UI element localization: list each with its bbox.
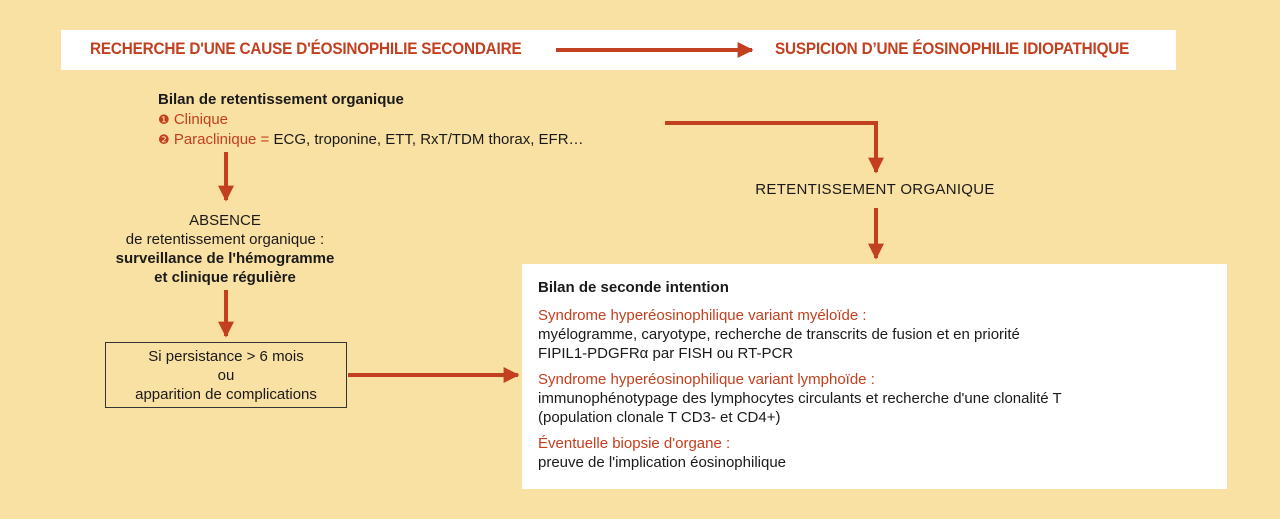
item2-number: ❷ — [158, 132, 170, 147]
item1-label: Clinique — [173, 111, 229, 128]
persistance-line3: apparition de complications — [135, 386, 317, 403]
myeloid-title: Syndrome hyperéosinophilique variant myé… — [538, 307, 867, 324]
lymphoid-title: Syndrome hyperéosinophilique variant lym… — [538, 371, 875, 388]
header-left-label: RECHERCHE D'UNE CAUSE D'ÉOSINOPHILIE SEC… — [90, 39, 522, 58]
absence-block: ABSENCE de retentissement organique : su… — [90, 211, 360, 287]
biopsy-line1: preuve de l'implication éosinophilique — [538, 454, 787, 471]
lymphoid-section: Syndrome hyperéosinophilique variant lym… — [538, 370, 1227, 427]
persistance-line2: ou — [217, 367, 235, 384]
second-intention-title: Bilan de seconde intention — [538, 279, 729, 296]
second-intention-box: Bilan de seconde intention Syndrome hype… — [522, 264, 1227, 489]
item-paraclinique: ❷ Paraclinique = ECG, troponine, ETT, Rx… — [158, 130, 584, 150]
absence-line2: de retentissement organique : — [125, 231, 325, 248]
biopsy-title: Éventuelle biopsie d'organe : — [538, 435, 731, 452]
item2-label: Paraclinique = — [173, 131, 270, 148]
lymphoid-line1: immunophénotypage des lymphocytes circul… — [538, 390, 1062, 407]
header-right-label: SUSPICION D’UNE ÉOSINOPHILIE IDIOPATHIQU… — [775, 39, 1130, 58]
bilan-retentissement-title: Bilan de retentissement organique — [158, 91, 404, 108]
absence-line3: surveillance de l'hémogramme — [115, 250, 335, 267]
absence-line4: et clinique régulière — [154, 269, 296, 286]
biopsy-section: Éventuelle biopsie d'organe : preuve de … — [538, 434, 1227, 472]
persistance-box: Si persistance > 6 mois ou apparition de… — [105, 342, 347, 408]
myeloid-section: Syndrome hyperéosinophilique variant myé… — [538, 306, 1227, 363]
myeloid-line2: FIPIL1-PDGFRα par FISH ou RT-PCR — [538, 345, 794, 362]
myeloid-line1: myélogramme, caryotype, recherche de tra… — [538, 326, 1020, 343]
persistance-line1: Si persistance > 6 mois — [148, 348, 304, 365]
arrow-to-retentissement — [665, 121, 884, 174]
item1-number: ❶ — [158, 112, 170, 127]
bilan-retentissement: Bilan de retentissement organique ❶ Clin… — [158, 90, 584, 150]
item-clinique: ❶ Clinique — [158, 110, 584, 130]
lymphoid-line2: (population clonale T CD3- et CD4+) — [538, 409, 781, 426]
absence-line1: ABSENCE — [189, 212, 261, 229]
retentissement-label: RETENTISSEMENT ORGANIQUE — [755, 181, 995, 198]
item2-detail: ECG, troponine, ETT, RxT/TDM thorax, EFR… — [273, 131, 584, 148]
